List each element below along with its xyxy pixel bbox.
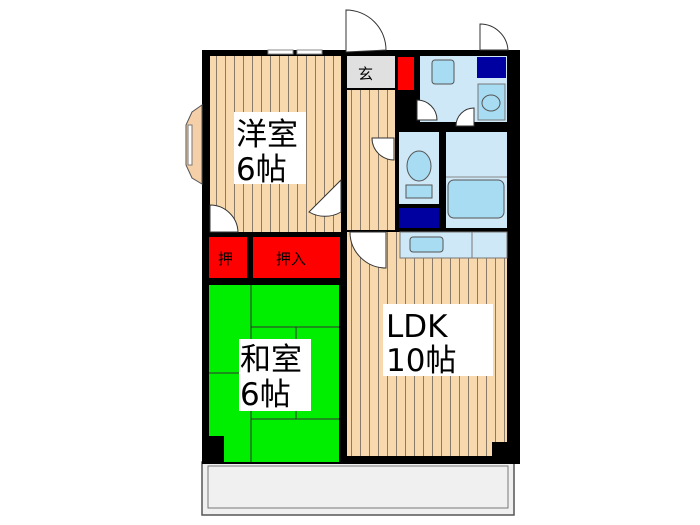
shoe-cabinet [398,57,414,90]
toilet [406,150,432,182]
corridor [347,90,395,230]
western-room-label: 洋室 6帖 [234,112,306,188]
svg-text:和室: 和室 [240,342,302,378]
entrance [347,56,395,88]
svg-text:10帖: 10帖 [386,343,456,379]
window [267,49,294,55]
storage [399,208,439,228]
svg-text:LDK: LDK [386,309,448,345]
svg-text:6帖: 6帖 [236,152,287,188]
ldk-label: LDK 10帖 [383,304,493,379]
svg-text:6帖: 6帖 [240,377,291,413]
closet-label: 押入 [276,250,306,268]
closet-small-label: 押 [218,250,233,268]
sink [409,236,444,253]
balcony [201,461,515,516]
svg-text:洋室: 洋室 [236,117,298,153]
bay-window [185,104,203,185]
doors [209,9,509,269]
storage [477,57,506,78]
closet-small [209,237,247,278]
window [296,49,323,55]
entrance-label: 玄 [358,65,373,83]
closet [253,237,340,278]
washbasin [431,59,455,85]
japanese-room-label: 和室 6帖 [239,339,311,413]
bathtub [447,179,505,219]
